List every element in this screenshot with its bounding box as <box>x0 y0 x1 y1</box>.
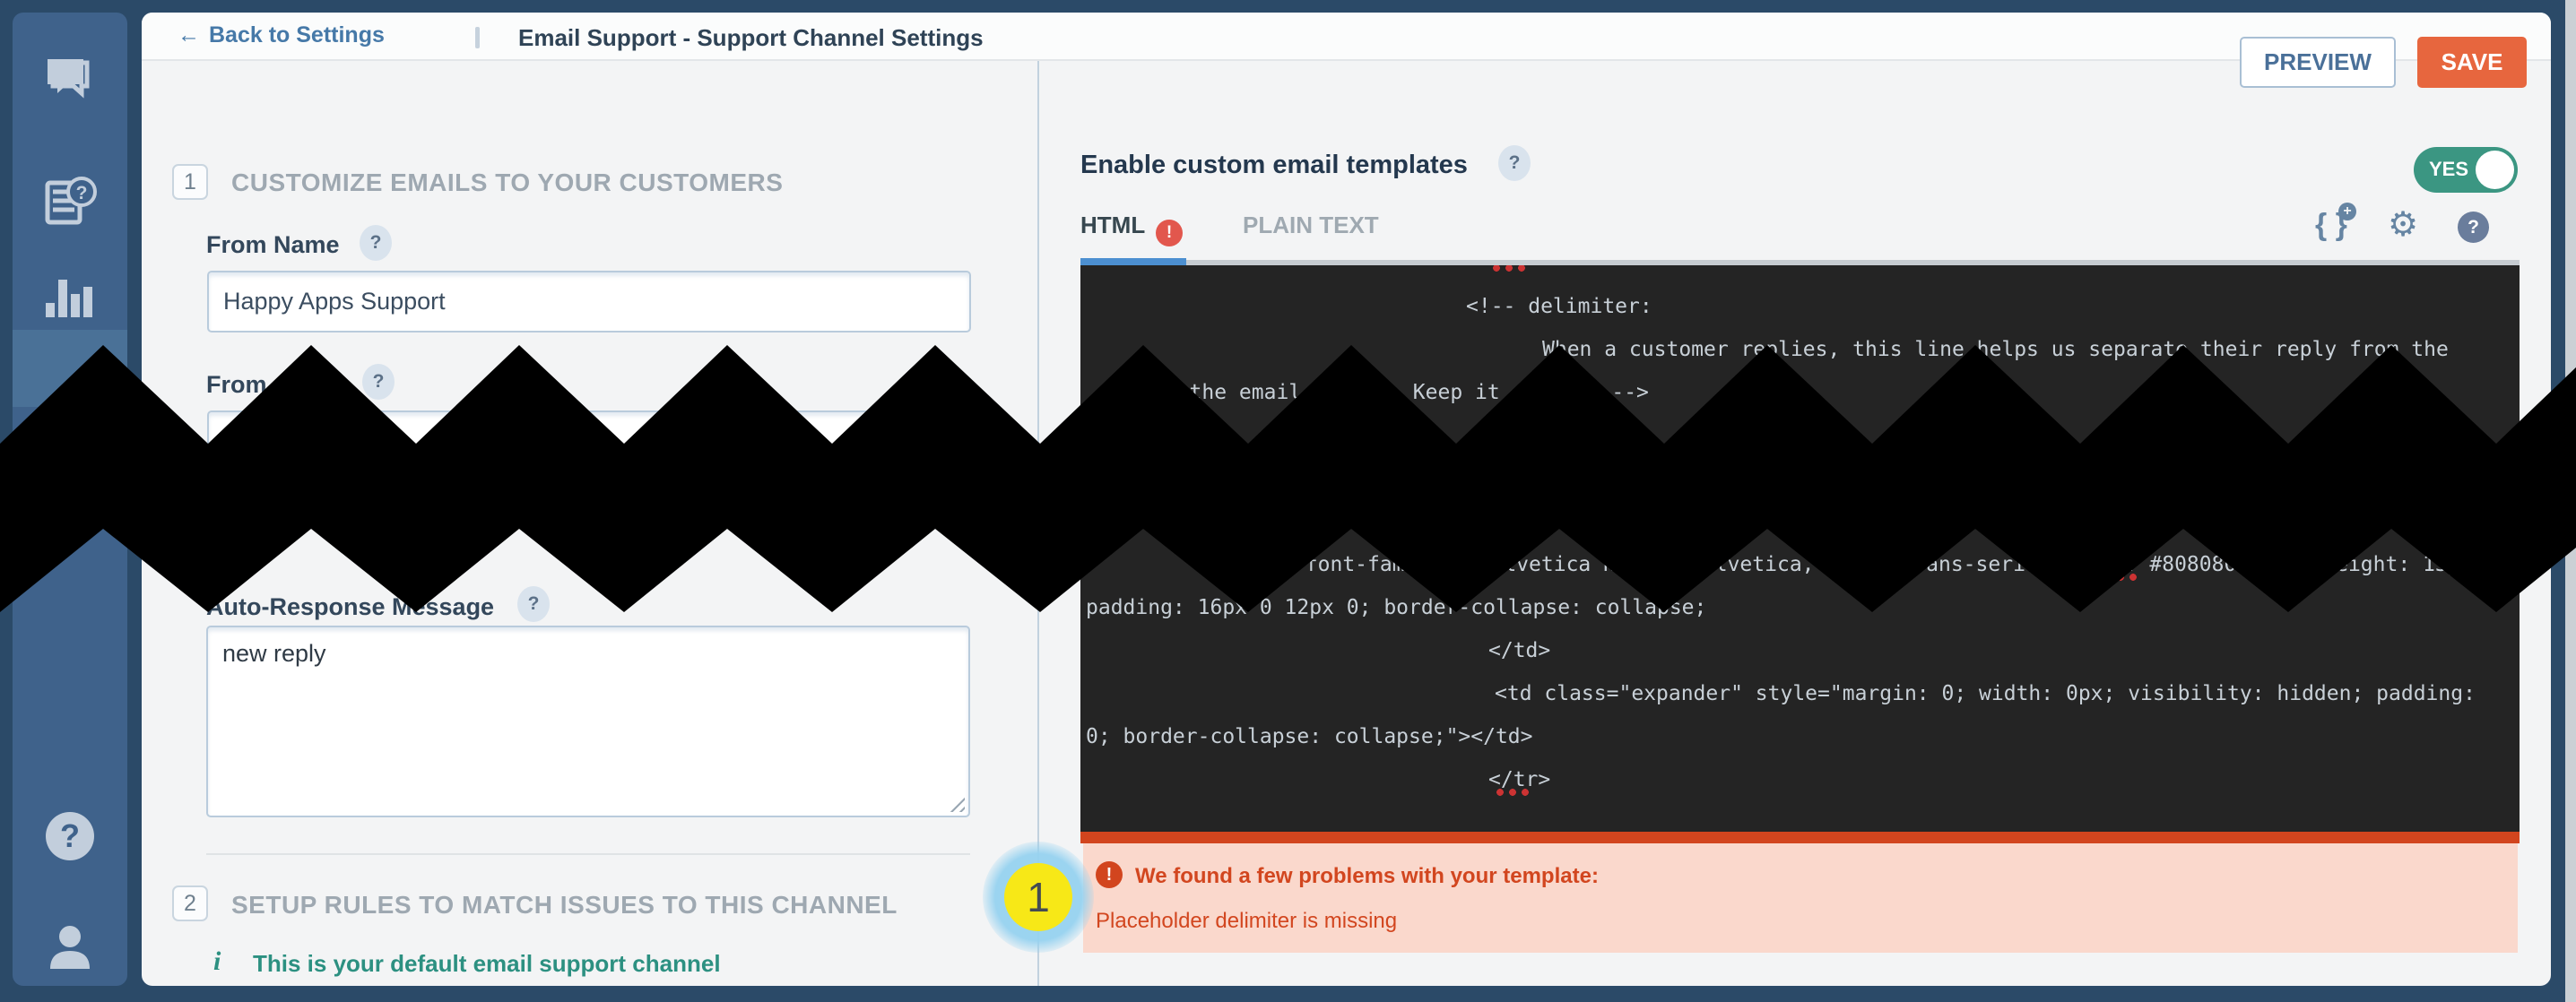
html-error-badge: ! <box>1156 220 1183 246</box>
page-title: Email Support - Support Channel Settings <box>518 24 984 51</box>
error-icon: ! <box>1096 861 1123 888</box>
sidebar-item-conversations[interactable] <box>13 57 127 108</box>
window-scrollbar[interactable] <box>2565 0 2576 1002</box>
editor-error-bar <box>1080 832 2520 843</box>
save-button[interactable]: SAVE <box>2417 37 2527 88</box>
editor-help-icon[interactable]: ? <box>2458 212 2489 243</box>
sidebar-item-knowledge-base[interactable]: ? <box>13 174 127 231</box>
code-line: </td> <box>1488 639 1551 662</box>
section-2-title: SETUP RULES TO MATCH ISSUES TO THIS CHAN… <box>231 891 898 919</box>
default-channel-note: This is your default email support chann… <box>253 950 721 977</box>
error-squiggle <box>1495 789 1531 796</box>
sidebar: ? ? <box>13 13 127 986</box>
error-item: Placeholder delimiter is missing <box>1096 909 1398 933</box>
tab-baseline <box>1186 260 2520 265</box>
from-email-input[interactable] <box>207 410 971 471</box>
auto-response-label: Auto-Response Message <box>206 593 495 620</box>
info-icon: i <box>213 946 221 976</box>
code-line: 0; border-collapse: collapse;"></td> <box>1086 725 1533 748</box>
enable-templates-title: Enable custom email templates <box>1080 151 1468 179</box>
from-name-label: From Name <box>206 231 340 258</box>
error-squiggle <box>2103 574 2138 581</box>
section-separator <box>206 853 970 855</box>
helper-text-fragment: ur <box>397 531 421 557</box>
back-to-settings-link[interactable]: ← Back to Settings <box>178 22 385 48</box>
auto-response-textarea[interactable]: new reply <box>206 626 970 817</box>
annotation-badge-1: 1 <box>1004 863 1072 931</box>
template-error-panel: ! We found a few problems with your temp… <box>1083 843 2518 953</box>
back-label: Back to Settings <box>209 22 385 48</box>
from-name-help-icon[interactable]: ? <box>360 225 392 261</box>
error-squiggle <box>1491 265 1527 272</box>
code-line: padding: 16px 0 12px 0; border-collapse:… <box>1086 596 1707 619</box>
chat-bubbles-icon <box>40 57 100 108</box>
toggle-knob <box>2476 151 2514 189</box>
breadcrumb-separator <box>475 27 480 48</box>
code-line: </tr> <box>1488 768 1551 791</box>
error-title: We found a few problems with your templa… <box>1135 864 1599 888</box>
user-icon <box>44 922 96 972</box>
sidebar-active-highlight <box>13 330 127 407</box>
from-email-help-icon[interactable]: ? <box>362 364 395 400</box>
tab-html[interactable]: HTML <box>1080 212 1146 238</box>
from-email-label-partial: From <box>206 371 267 398</box>
page-header: ← Back to Settings Email Support - Suppo… <box>142 13 2551 88</box>
code-line: <td class="expander" style="margin: 0; w… <box>1495 682 2476 705</box>
tab-plain-text[interactable]: PLAIN TEXT <box>1243 212 1379 238</box>
resize-grip-icon[interactable] <box>949 796 965 812</box>
html-template-editor[interactable]: <!-- delimiter: When a customer replies, … <box>1080 265 2520 832</box>
enable-templates-help-icon[interactable]: ? <box>1498 145 1531 181</box>
sidebar-item-profile[interactable] <box>13 922 127 972</box>
sidebar-item-reports[interactable] <box>13 278 127 317</box>
active-tab-underline <box>1080 258 1186 265</box>
plus-badge: + <box>2338 203 2356 220</box>
from-name-input[interactable]: Happy Apps Support <box>207 271 971 333</box>
back-arrow-icon: ← <box>178 22 200 48</box>
section-1-title: CUSTOMIZE EMAILS TO YOUR CUSTOMERS <box>231 168 784 196</box>
svg-text:?: ? <box>76 183 88 203</box>
article-question-icon: ? <box>40 174 100 231</box>
toggle-label: YES <box>2429 158 2469 180</box>
enable-templates-toggle[interactable]: YES <box>2414 147 2518 193</box>
sidebar-item-help[interactable]: ? <box>13 810 127 862</box>
main-card: ← Back to Settings Email Support - Suppo… <box>142 13 2551 986</box>
bar-chart-icon <box>44 278 96 317</box>
code-line: normal; font-family: 'Helvetica Neue', H… <box>1206 553 2485 576</box>
auto-response-help-icon[interactable]: ? <box>517 586 550 622</box>
auto-response-value: new reply <box>222 640 326 667</box>
code-line: of the email thread. Keep it on top. --> <box>1152 381 1649 404</box>
code-line: When a customer replies, this line helps… <box>1542 338 2449 361</box>
helper-text-fragment: rke <box>601 531 637 557</box>
preview-button[interactable]: PREVIEW <box>2240 37 2396 88</box>
section-1-number: 1 <box>172 164 208 200</box>
settings-gear-icon[interactable]: ⚙ <box>2388 204 2419 244</box>
help-circle-icon: ? <box>44 810 96 862</box>
insert-placeholder-icon[interactable]: { }+ <box>2315 203 2356 243</box>
svg-text:?: ? <box>60 817 80 854</box>
helper-text-fragment: Id <box>199 531 221 557</box>
code-line: <!-- delimiter: <box>1466 295 1652 318</box>
section-2-number: 2 <box>172 885 208 921</box>
